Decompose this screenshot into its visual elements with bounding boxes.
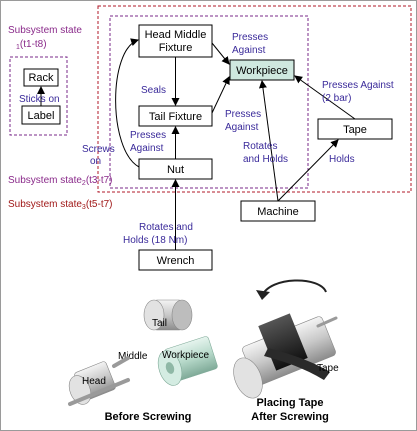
subsystem-2-label: Subsystem state2(t3-t7) — [8, 175, 113, 187]
head-part-illustration — [68, 356, 130, 406]
machine-rotates-workpiece-arrow — [258, 80, 279, 202]
presses-against-2a: Presses — [225, 109, 261, 120]
tail-part-illustration — [143, 299, 193, 331]
presses-against-3a: Presses — [130, 130, 166, 141]
screws-on-label-b: on — [90, 156, 101, 167]
tail-presses-workpiece-arrow — [211, 76, 230, 114]
rotates-holds-18-b: Holds (18 Nm) — [123, 235, 187, 246]
subsystem-3-label: Subsystem state3(t5-t7) — [8, 199, 113, 211]
rotates-holds-b: and Holds — [243, 154, 288, 165]
sticks-on-label: Sticks on — [19, 94, 60, 105]
tail-fixture-label: Tail Fixture — [149, 111, 202, 123]
rack-label: Rack — [28, 72, 54, 84]
tape-illustration-label: Tape — [317, 363, 339, 374]
presses-against-1b: Against — [232, 45, 266, 56]
before-screwing-caption: Before Screwing — [105, 411, 192, 423]
middle-label: Middle — [118, 351, 148, 362]
rotates-holds-18-a: Rotates and — [139, 222, 193, 233]
workpiece-node — [229, 59, 295, 81]
workpiece-label: Workpiece — [236, 65, 288, 77]
presses-against-3b: Against — [130, 143, 164, 154]
taped-assembly-illustration — [233, 313, 338, 399]
subsystem-1-range: 1(t1-t8) — [16, 39, 47, 51]
presses-against-tape-b: (2 bar) — [322, 93, 351, 104]
presses-against-tape-a: Presses Against — [322, 80, 394, 91]
head-label: Head — [82, 376, 106, 387]
workpiece-part-illustration — [157, 336, 218, 386]
tape-presses-workpiece-arrow — [294, 75, 356, 120]
subsystem-1-label: Subsystem state — [8, 25, 82, 36]
head-middle-fixture-node — [138, 24, 213, 58]
machine-label: Machine — [257, 206, 299, 218]
presses-against-2b: Against — [225, 122, 259, 133]
wrench-label: Wrench — [157, 255, 195, 267]
head-presses-workpiece-arrow — [211, 42, 230, 65]
head-middle-fixture-label-1: Head Middle — [145, 29, 207, 41]
rotates-holds-a: Rotates — [243, 141, 277, 152]
tail-label: Tail — [152, 318, 167, 329]
holds-label: Holds — [329, 154, 355, 165]
machine-holds-tape-arrow — [277, 139, 339, 202]
rotation-arrow-icon — [256, 279, 327, 300]
after-screwing-caption: After Screwing — [251, 411, 329, 423]
head-middle-fixture-label-2: Fixture — [159, 42, 193, 54]
screws-on-arrow — [115, 38, 140, 168]
presses-against-1a: Presses — [232, 32, 268, 43]
placing-tape-caption: Placing Tape — [256, 397, 323, 409]
subsystem-1-boundary — [9, 56, 68, 136]
tape-label: Tape — [343, 124, 367, 136]
workpiece-illustration-label: Workpiece — [162, 350, 209, 361]
label-label: Label — [28, 110, 55, 122]
screws-on-label-a: Screws — [82, 144, 115, 155]
seals-label: Seals — [141, 85, 166, 96]
nut-label: Nut — [167, 164, 184, 176]
subsystem-3-boundary — [97, 5, 412, 193]
